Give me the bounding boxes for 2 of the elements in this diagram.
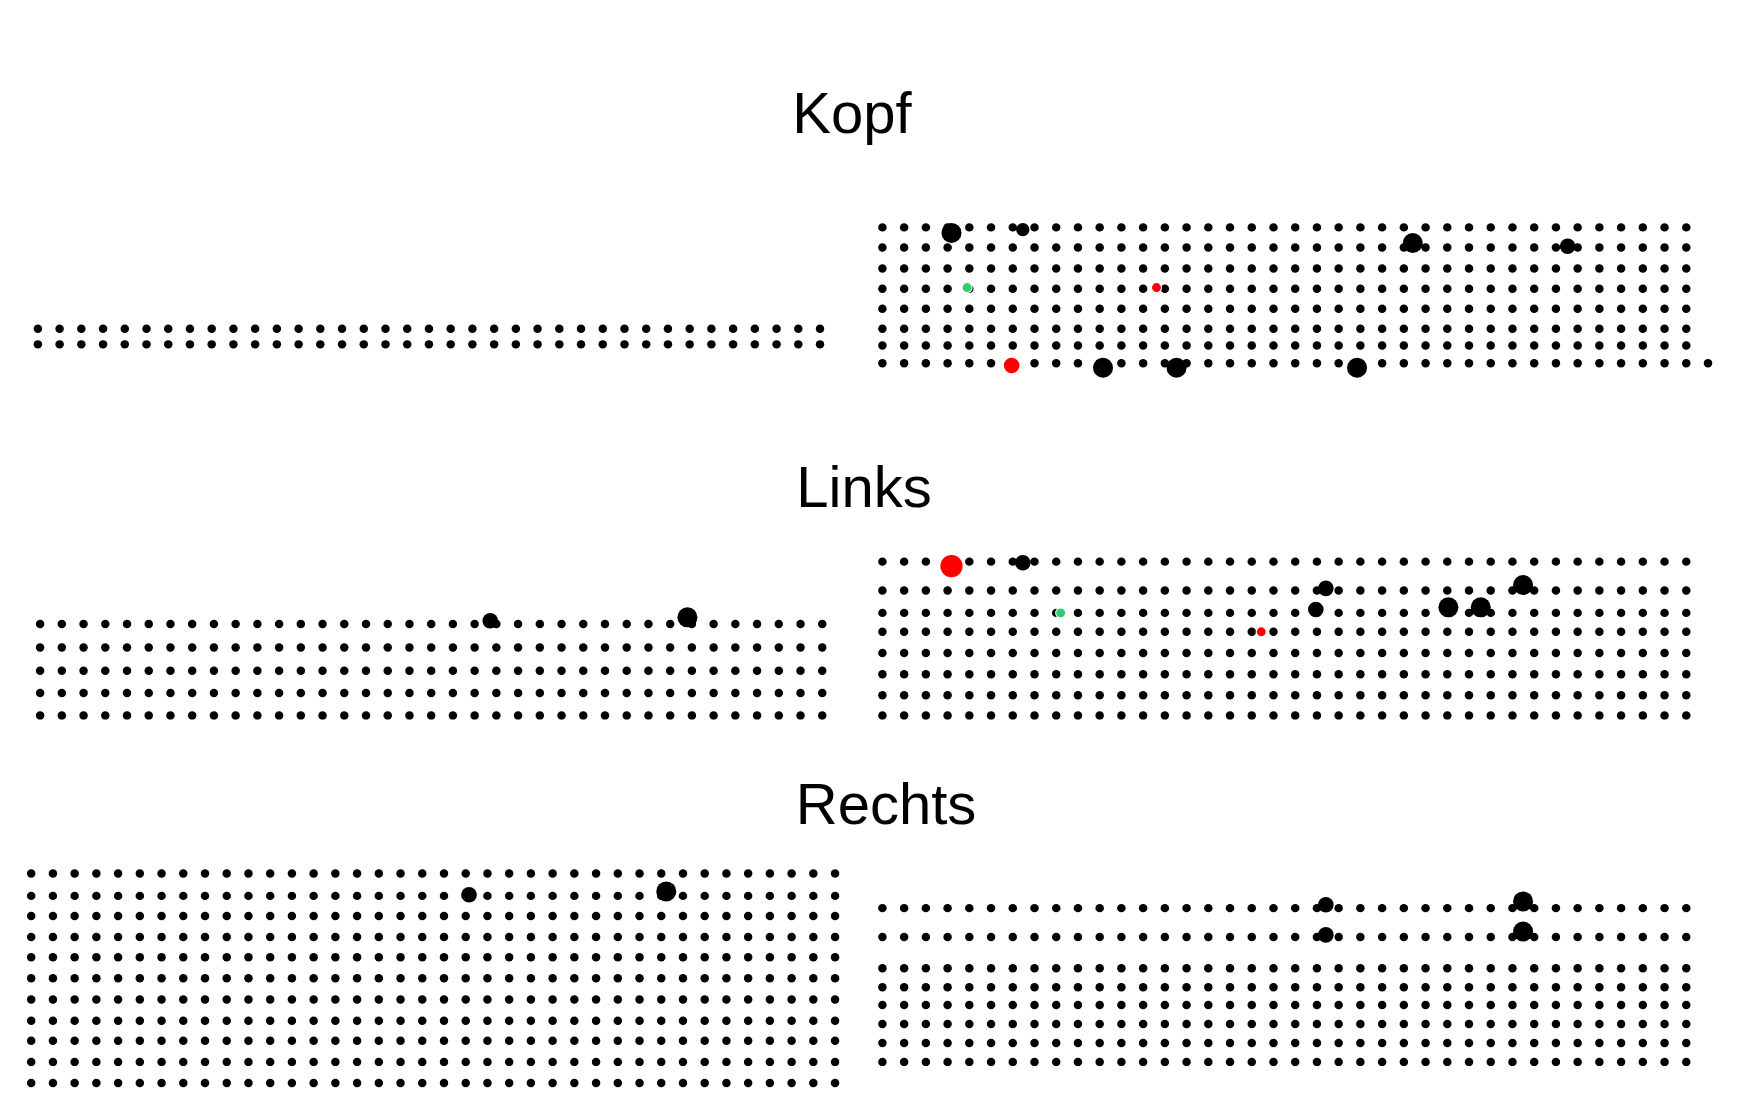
section-heading: Links	[796, 458, 932, 516]
section-heading: Rechts	[795, 775, 977, 833]
